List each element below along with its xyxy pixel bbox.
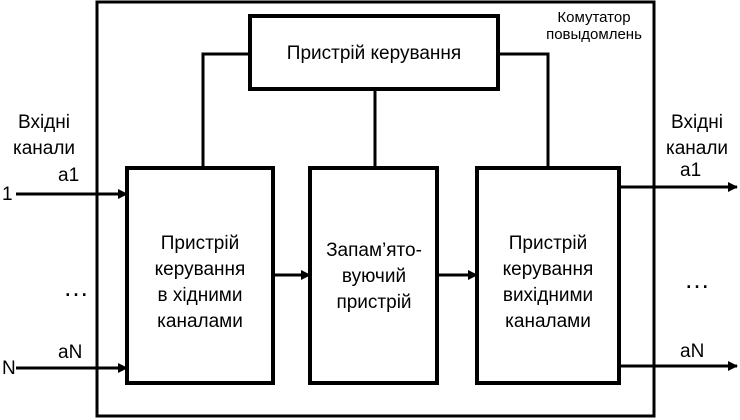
inputs-title-line2: канали — [13, 138, 75, 159]
input-block-line3: в хідними — [158, 285, 243, 306]
control-unit-label: Пристрій керування — [287, 43, 461, 64]
input-last-index: N — [2, 358, 16, 379]
output-block-line3: вихідними — [503, 285, 593, 306]
input-last-label: aN — [58, 342, 82, 363]
output-ellipsis: … — [684, 264, 710, 294]
memory-block-line3: пристрій — [336, 292, 411, 313]
output-block-line1: Пристрій — [509, 233, 587, 254]
output-first-label: a1 — [680, 160, 701, 181]
inputs-title-line1: Вхідні — [18, 112, 70, 133]
output-control-block — [475, 166, 621, 385]
outputs-title-line2: канали — [666, 138, 728, 159]
input-first-index: 1 — [2, 184, 13, 205]
output-block-line4: каналами — [505, 311, 591, 332]
input-block-line1: Пристрій — [161, 233, 239, 254]
output-block-line2: керування — [503, 259, 594, 280]
input-control-block — [125, 166, 275, 385]
output-last-label: aN — [680, 341, 704, 362]
input-first-label: a1 — [58, 165, 79, 186]
control-unit-box — [248, 14, 500, 91]
input-ellipsis: … — [63, 272, 89, 302]
control-connectors — [201, 52, 550, 168]
memory-block-line2: вуючий — [342, 266, 406, 287]
input-block-line2: керування — [155, 259, 246, 280]
memory-block-line1: Запам’ято- — [326, 240, 422, 261]
switch-label-line2: повыдомлень — [546, 26, 642, 43]
input-block-line4: каналами — [157, 311, 243, 332]
switch-label-line1: Комутатор — [557, 9, 630, 26]
switch-boundary — [95, 0, 656, 418]
outputs-title-line1: Вхідні — [671, 112, 723, 133]
